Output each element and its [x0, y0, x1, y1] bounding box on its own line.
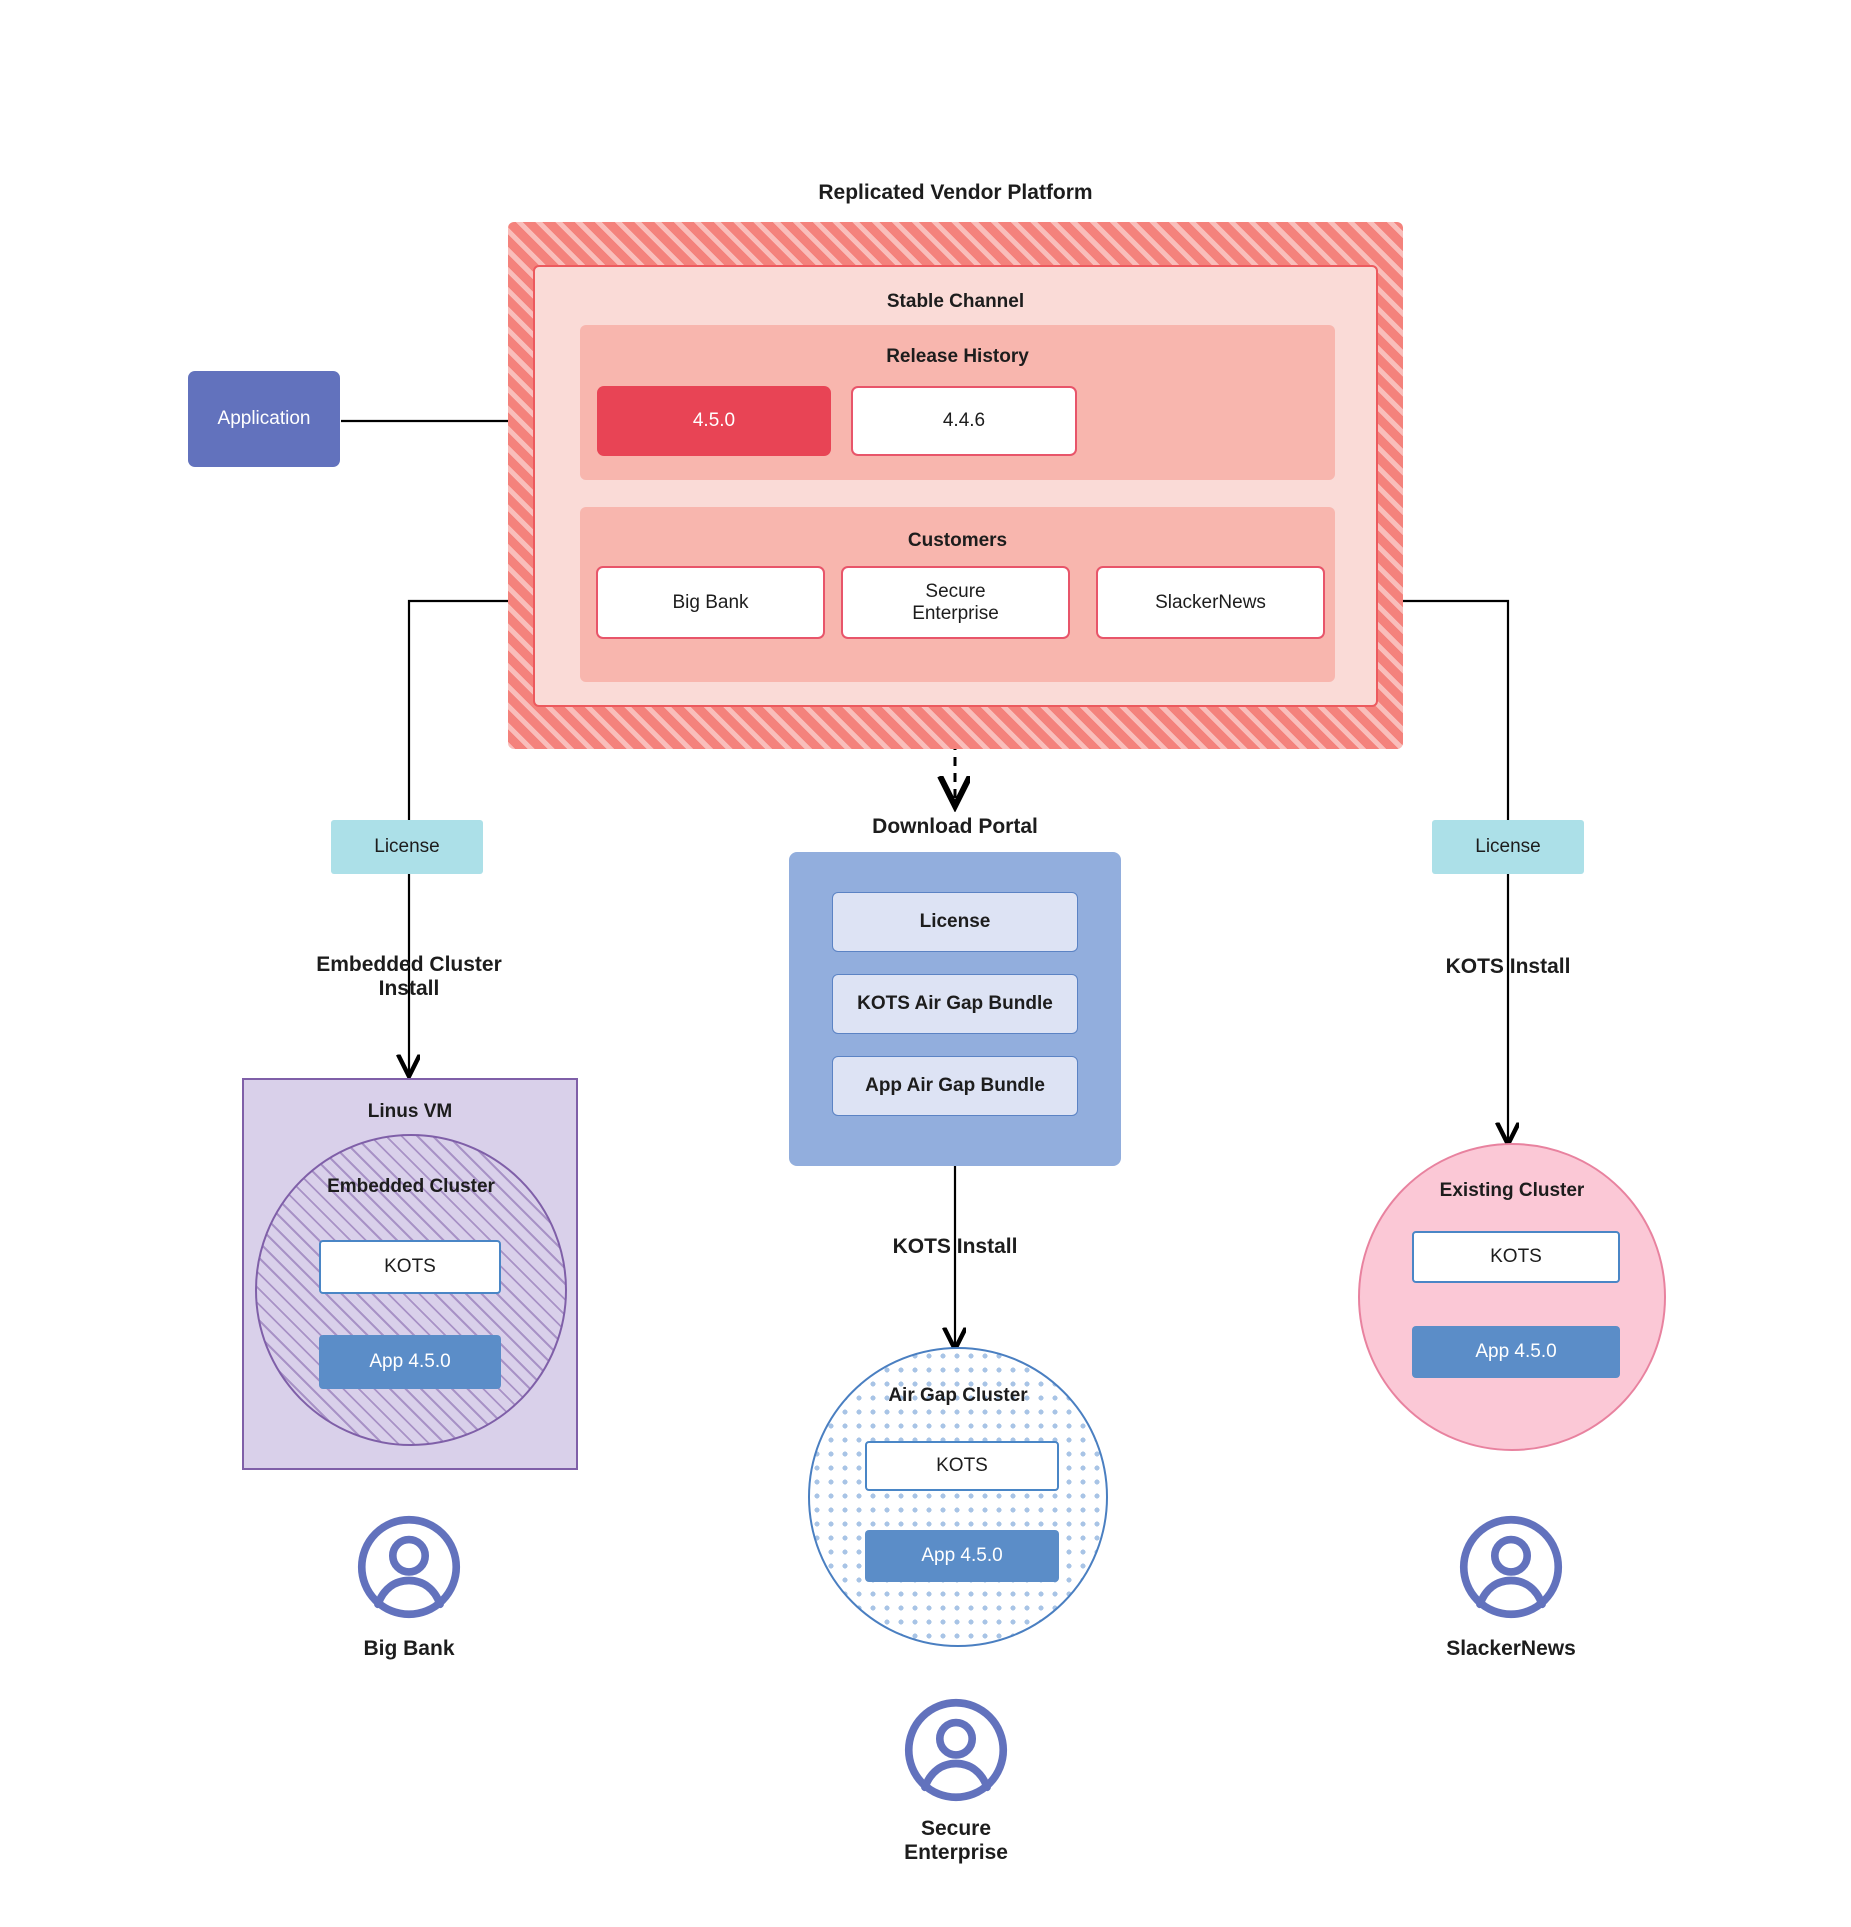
license-box-left[interactable]: License	[331, 820, 483, 874]
portal-item-kots-airgap-bundle[interactable]: KOTS Air Gap Bundle	[832, 974, 1078, 1034]
portal-item-license[interactable]: License	[832, 892, 1078, 952]
customer-card-slackernews[interactable]: SlackerNews	[1096, 566, 1325, 639]
airgap-cluster-circle	[808, 1347, 1108, 1647]
customer-card-big-bank[interactable]: Big Bank	[596, 566, 825, 639]
customer-label-right: SlackerNews	[1446, 1637, 1576, 1660]
airgap-cluster-title: Air Gap Cluster	[888, 1385, 1028, 1406]
application-box[interactable]: Application	[188, 371, 340, 467]
license-box-right[interactable]: License	[1432, 820, 1584, 874]
stable-channel-title: Stable Channel	[886, 291, 1025, 312]
app-version-box-right[interactable]: App 4.5.0	[1412, 1326, 1620, 1378]
app-version-box-center[interactable]: App 4.5.0	[865, 1530, 1059, 1582]
customers-title: Customers	[907, 530, 1008, 551]
person-circle-icon-left	[355, 1513, 463, 1621]
customer-label-center: Secure Enterprise	[904, 1817, 1008, 1864]
release-history-title: Release History	[886, 346, 1029, 367]
customer-label-left: Big Bank	[363, 1637, 455, 1660]
portal-item-app-airgap-bundle[interactable]: App Air Gap Bundle	[832, 1056, 1078, 1116]
app-version-box-left[interactable]: App 4.5.0	[319, 1335, 501, 1389]
install-label-embedded: Embedded Cluster Install	[316, 953, 502, 1000]
embedded-cluster-title: Embedded Cluster	[327, 1176, 495, 1197]
existing-cluster-title: Existing Cluster	[1439, 1180, 1585, 1201]
existing-cluster-circle	[1358, 1143, 1666, 1451]
kots-box-left[interactable]: KOTS	[319, 1240, 501, 1294]
page-title: Replicated Vendor Platform	[818, 181, 1093, 204]
linux-vm-title: Linus VM	[367, 1101, 453, 1122]
person-circle-icon-right	[1457, 1513, 1565, 1621]
install-label-center: KOTS Install	[892, 1235, 1018, 1258]
customer-card-secure-enterprise[interactable]: Secure Enterprise	[841, 566, 1070, 639]
release-card-current[interactable]: 4.5.0	[597, 386, 831, 456]
download-portal-title: Download Portal	[872, 815, 1038, 838]
kots-box-center[interactable]: KOTS	[865, 1441, 1059, 1491]
kots-box-right[interactable]: KOTS	[1412, 1231, 1620, 1283]
install-label-right: KOTS Install	[1445, 955, 1571, 978]
release-card-previous[interactable]: 4.4.6	[851, 386, 1077, 456]
person-circle-icon-center	[902, 1696, 1010, 1804]
